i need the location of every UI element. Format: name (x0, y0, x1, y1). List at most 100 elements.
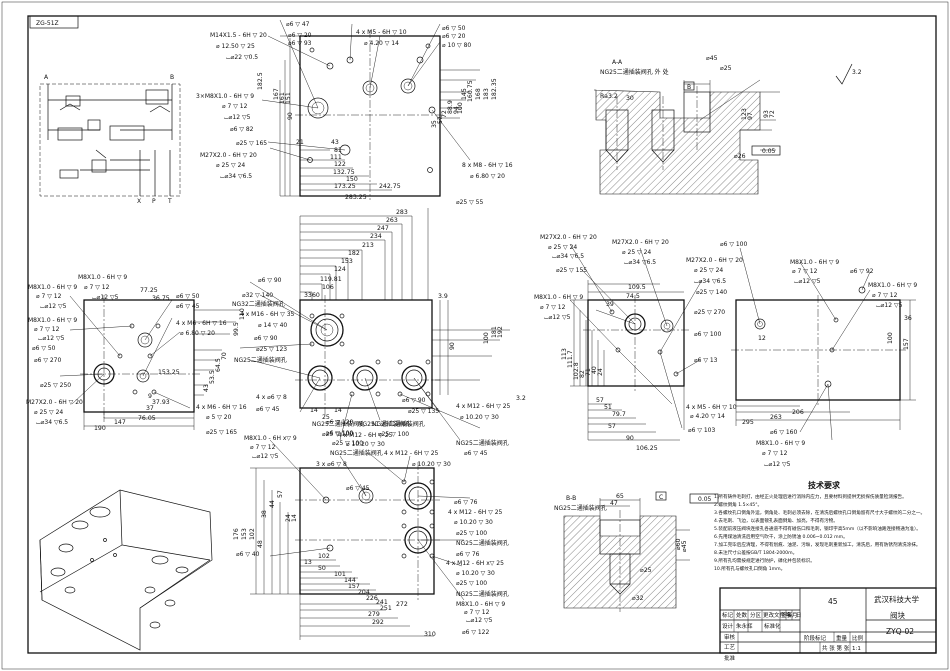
top-label-6: 4 x M5 - 6H ▽ 10 (356, 29, 407, 36)
top-view-dim-13: 145 (461, 88, 468, 100)
section-aa-dim-4: 93 (763, 110, 770, 118)
port-label-a: A (44, 74, 49, 81)
section-aa-dim-5: 72 (769, 110, 776, 118)
bottom-label-25: ⌴⌀12 ▽5 (466, 617, 493, 624)
isometric-view (39, 489, 213, 651)
right-label-8: ⌀ 25 ▽ 24 (622, 249, 651, 256)
section-bb-dim-1: 47 (610, 500, 618, 507)
top-view-dim-22: 151 (285, 92, 292, 104)
bottom-label-19: 4 x M12 - 6H x▽ 25 (446, 560, 504, 567)
tb-row-1: 朱永辉 (736, 622, 753, 630)
bottom-label-4: ⌀6 ▽ 100 (326, 430, 353, 437)
top-view-dim-18: 57 (437, 116, 444, 124)
bottom-dim-10: 13 (304, 559, 312, 566)
right-label-18: ⌀ 4.20 ▽ 14 (690, 413, 725, 420)
port-label-b: B (170, 74, 174, 81)
left-dim-5: 64.5 (215, 358, 222, 372)
bottom-label-15: ⌀ 10.20 ▽ 30 (454, 519, 493, 526)
front-dim-12: 90 (449, 342, 456, 350)
tech-notes: 技术要求 1.所有铸件毛刺打，由经正火处理后进行消除内应力，且要材料到提供无损探… (714, 480, 925, 572)
tb-scale: 1:1 (852, 646, 861, 652)
section-aa-dim-2: 97 (747, 112, 754, 120)
tb-mid-2: 比例 (852, 634, 864, 642)
left-label-18: ⌴⌀34 ▽6.5 (36, 419, 68, 426)
tb-mid-0: 阶段标记 (804, 634, 827, 642)
front-label-0: ⌀6 ▽ 90 (258, 277, 282, 284)
left-dim-14: 153.25 (158, 369, 180, 376)
front-label-1: ⌀32 ▽ 140 (242, 292, 273, 299)
left-label-16: M27X2.0 - 6H ▽ 20 (26, 399, 83, 406)
tb-header-1: 处数 (736, 611, 748, 619)
top-label-20: ⌀ 6.80 ▽ 20 (470, 173, 505, 180)
bottom-dim-17: 241 (376, 599, 388, 606)
top-view-dim-2: 111 (330, 154, 342, 161)
section-aa-tol: 0.05 (762, 148, 776, 155)
front-dim-6: 153 (341, 258, 353, 265)
section-aa-dim-8: Ra3.2 (600, 93, 618, 100)
far-right-label-10: ⌀ 7 ▽ 12 (762, 450, 788, 457)
tb-header-6: 月 (792, 612, 798, 619)
front-dim-11: 33 (304, 292, 312, 299)
far-right-label-8: ⌀6 ▽ 160 (770, 429, 797, 436)
bottom-label-6: ⌀25 ▽ 100 (332, 440, 363, 447)
far-right-dim-4: 206 (792, 409, 804, 416)
bottom-dim-5: 176 (233, 528, 240, 540)
tb-row-3: 标准化 (764, 622, 781, 630)
tech-note-6: 7.加工完毕后应清理，不得有划痕、油泥、污垢，发现毛刺重新加工，清洗后，用有防锈… (714, 541, 921, 548)
right-label-16: ⌀6 ▽ 13 (694, 357, 718, 364)
far-right-dim-0: 157 (903, 338, 910, 350)
left-label-8: ⌀6 ▽ 50 (32, 345, 56, 352)
bottom-label-27: ⌀6 ▽ 40 (236, 551, 260, 558)
section-aa-dim-7: 30 (626, 95, 634, 102)
top-view-dim-21: 161 (279, 92, 286, 104)
left-dim-10: 76.05 (138, 415, 156, 422)
front-label-16: ⌀6 ▽ 45 (464, 450, 488, 457)
top-label-13: ⌴⌀12 ▽5 (224, 114, 251, 121)
section-aa-title: A-A (612, 59, 623, 66)
tech-note-4: 5.装配前液压阀块连接孔各通道不得有碰伤口和毛刺，钢印字高5mm（以不影响油路连… (714, 525, 921, 532)
left-label-17: ⌀ 25 ▽ 24 (34, 409, 63, 416)
far-right-label-3: ⌴⌀12 ▽5 (794, 278, 821, 285)
right-label-6: ⌴⌀12 ▽5 (544, 314, 571, 321)
top-label-3: M14X1.5 - 6H ▽ 20 (210, 32, 267, 39)
bottom-dim-2: 38 (261, 510, 268, 518)
bottom-label-17: NG25二通插装阀孔 (456, 539, 509, 547)
right-dim-12: 51 (604, 404, 612, 411)
left-dim-3: 99.5 (233, 322, 240, 336)
left-dim-12: 147 (114, 419, 126, 426)
front-label-18: ⌀25 ▽ 100 (322, 431, 353, 438)
left-dim-8: 37.93 (152, 399, 170, 406)
left-label-4: ⌀ 7 ▽ 12 (84, 284, 110, 291)
bottom-label-18: ⌀6 ▽ 76 (456, 551, 480, 558)
bottom-dim-20: 272 (396, 601, 408, 608)
tb-header-3: 更改文件号 (763, 611, 791, 619)
tb-left-0: 审核 (724, 633, 736, 641)
top-label-10: ⌀ 10 ▽ 80 (442, 42, 471, 49)
top-label-7: ⌀ 4.20 ▽ 14 (364, 40, 399, 47)
left-label-12: M8X1.0 - 6H ▽ 9 (28, 317, 77, 324)
left-dim-9: 9 (148, 393, 152, 400)
far-right-dim-1: 100 (887, 332, 894, 344)
top-label-21: ⌀25 ▽ 55 (456, 199, 483, 206)
bottom-dim-7: 102 (249, 528, 256, 540)
section-bb-datum-box (655, 491, 667, 501)
front-dim-5: 182 (348, 250, 360, 257)
front-port-ng25-1 (307, 365, 333, 391)
right-label-19: ⌀6 ▽ 103 (688, 427, 715, 434)
front-label-9: ⌀6 ▽ 45 (256, 406, 280, 413)
front-dim-15: 100 (483, 332, 490, 344)
left-label-3: M8X1.0 - 6H ▽ 9 (78, 274, 127, 281)
tb-material: 45 (828, 597, 838, 606)
tb-header-0: 标记 (722, 611, 734, 619)
front-dim-16: 3.9 (438, 293, 448, 300)
section-a-a: A-A NG25二通插装阀孔 外 处 ⌀25 ⌀45 97 123 93 72 … (593, 55, 781, 195)
top-label-0: ⌀6 ▽ 47 (286, 21, 310, 28)
front-port-ng32 (310, 313, 344, 347)
right-label-3: ⌀25 ▽ 155 (556, 267, 587, 274)
right-label-4: M8X1.0 - 6H ▽ 9 (534, 294, 583, 301)
right-dim-14: 106.25 (636, 445, 658, 452)
bottom-port-1 (404, 482, 432, 510)
front-label-13: 4 x M12 - 6H ▽ 25 (456, 403, 511, 410)
